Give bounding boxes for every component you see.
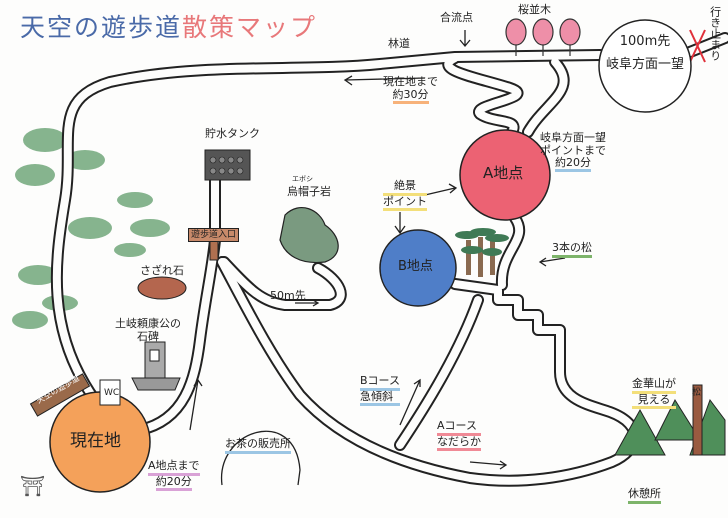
sign-post xyxy=(29,373,91,417)
junction-label: 合流点 xyxy=(440,11,473,24)
point-b-label: B地点 xyxy=(398,259,433,274)
point-a-label: A地点 xyxy=(483,164,524,182)
tea-shop-label: お茶の販売所 xyxy=(225,437,291,454)
forest xyxy=(12,128,170,329)
kinkazan-mountains-icon xyxy=(614,384,726,456)
eboshi-rock-label: 烏帽子岩 xyxy=(287,185,331,198)
to-current-label: 現在地まで約30分 xyxy=(383,75,438,104)
forest-road-label: 林道 xyxy=(388,37,410,50)
arrows xyxy=(189,30,566,470)
wc-label: WC xyxy=(104,388,120,398)
kinkazan-label: 金華山が見える xyxy=(632,377,676,410)
superb-view-label: 絶景ポイント xyxy=(383,179,427,212)
wc-box xyxy=(99,379,121,406)
sazare-stone-label: さざれ石 xyxy=(140,264,184,277)
dead-end-label: 行き止まり xyxy=(708,6,722,61)
trail-entrance-label: 遊歩道入口 xyxy=(188,228,240,243)
water-tank-label: 貯水タンク xyxy=(205,127,260,140)
eboshi-rock-icon xyxy=(279,207,339,264)
to-a-label: A地点まで約20分 xyxy=(148,459,200,491)
monument-label: 土岐頼康公の石碑 xyxy=(115,317,181,343)
cherry-trees-label: 桜並木 xyxy=(518,3,551,16)
viewpoint-circle xyxy=(598,19,692,113)
rest-area-label: 休憩所 xyxy=(628,487,661,504)
eboshi-ruby: エボシ xyxy=(292,175,313,183)
point-b-circle xyxy=(379,229,457,307)
three-pines-label: 3本の松 xyxy=(552,241,592,258)
fifty-m-label: 50m先 xyxy=(270,289,306,302)
tea-shop-circle xyxy=(221,430,301,486)
three-pines-icon xyxy=(455,228,509,277)
sazare-stone-icon xyxy=(137,276,187,300)
dead-end-cross-icon xyxy=(689,29,706,63)
to-viewpoint-label: 岐阜方面一望ポイントまで約20分 xyxy=(540,131,606,173)
cherry-trees-icon xyxy=(505,18,581,56)
roads xyxy=(50,32,728,487)
water-tank-icon xyxy=(204,149,251,181)
pine-post-label: 松 xyxy=(692,388,702,398)
page-title: 天空の遊歩道散策マップ xyxy=(20,13,318,42)
point-a-circle xyxy=(459,129,551,221)
shrine-gate-icon: ⛩ xyxy=(20,474,46,498)
viewpoint-label: 100m先岐阜方面一望 xyxy=(605,34,684,72)
b-course-label: Bコース急傾斜 xyxy=(360,374,400,407)
current-location-label: 現在地 xyxy=(70,431,121,451)
a-course-label: Aコースなだらか xyxy=(437,419,481,452)
trail-entrance-sign xyxy=(209,239,219,261)
monument-icon xyxy=(131,341,181,391)
